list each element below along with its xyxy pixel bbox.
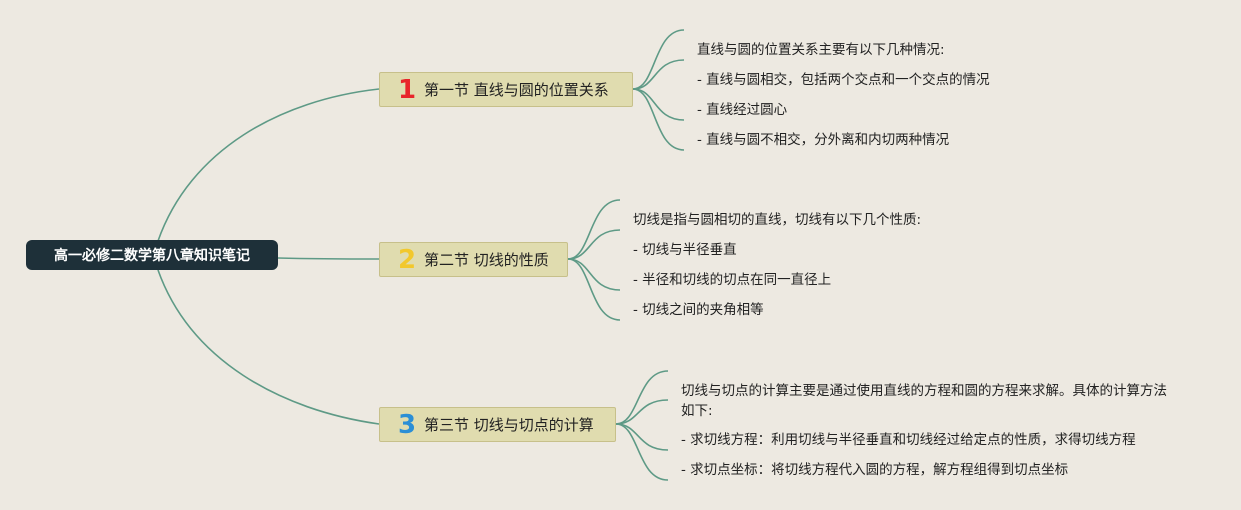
section-3-point-2: - 求切线方程：利用切线与半径垂直和切线经过给定点的性质，求得切线方程 — [681, 432, 1136, 448]
connector-root-section-3 — [157, 269, 380, 425]
connector-section-1-point-2 — [632, 59, 685, 90]
number-2-icon: 2 — [397, 244, 417, 275]
section-1-point-1: 直线与圆的位置关系主要有以下几种情况: — [697, 42, 945, 58]
section-3-point-1: 切线与切点的计算主要是通过使用直线的方程和圆的方程来求解。具体的计算方法如下: — [681, 383, 1167, 419]
section-1-point-3: - 直线经过圆心 — [697, 102, 788, 118]
connector-section-2-point-4 — [567, 258, 621, 321]
connector-section-1-point-1 — [632, 29, 685, 90]
root-node[interactable]: 高一必修二数学第八章知识笔记 — [26, 240, 278, 270]
section-2-point-4: - 切线之间的夹角相等 — [633, 302, 764, 318]
section-2-node[interactable]: 2 第二节 切线的性质 — [379, 242, 568, 277]
section-1-title: 第一节 直线与圆的位置关系 — [424, 81, 609, 99]
root-title: 高一必修二数学第八章知识笔记 — [54, 248, 250, 264]
section-1-point-4: - 直线与圆不相交，分外离和内切两种情况 — [697, 132, 950, 148]
connector-section-2-point-1 — [567, 199, 621, 260]
section-3-title: 第三节 切线与切点的计算 — [424, 416, 594, 434]
connector-section-1-point-4 — [632, 88, 685, 151]
section-2-point-2: - 切线与半径垂直 — [633, 242, 737, 258]
section-2-title: 第二节 切线的性质 — [424, 251, 549, 269]
connector-section-3-point-4 — [615, 423, 669, 481]
connector-section-3-point-2 — [615, 399, 669, 425]
number-1-icon: 1 — [397, 74, 417, 105]
connector-root-section-2 — [277, 257, 380, 260]
connector-section-3-point-3 — [615, 423, 669, 451]
connector-root-section-1 — [157, 88, 380, 242]
connector-section-1-point-3 — [632, 88, 685, 121]
number-3-icon: 3 — [397, 409, 417, 440]
connector-section-2-point-3 — [567, 258, 621, 291]
section-1-node[interactable]: 1 第一节 直线与圆的位置关系 — [379, 72, 633, 107]
section-3-node[interactable]: 3 第三节 切线与切点的计算 — [379, 407, 616, 442]
connector-section-3-point-1 — [615, 370, 669, 425]
section-2-point-3: - 半径和切线的切点在同一直径上 — [633, 272, 832, 288]
section-3-point-3: - 求切点坐标：将切线方程代入圆的方程，解方程组得到切点坐标 — [681, 462, 1069, 478]
connector-section-2-point-2 — [567, 229, 621, 260]
section-1-point-2: - 直线与圆相交，包括两个交点和一个交点的情况 — [697, 72, 990, 88]
section-2-point-1: 切线是指与圆相切的直线，切线有以下几个性质: — [633, 212, 922, 228]
